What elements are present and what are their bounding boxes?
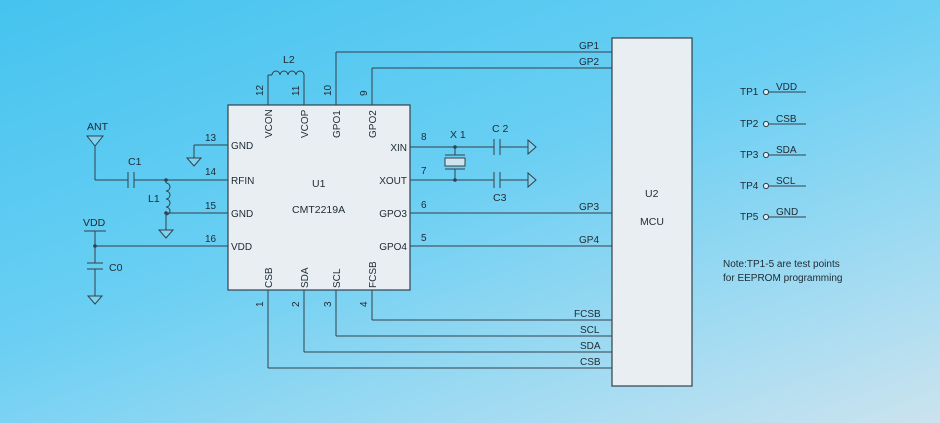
note-line-1: Note:TP1-5 are test points [723,259,840,270]
u1-pin3-num: 3 [323,301,334,307]
u1-pin14-name: RFIN [231,176,254,187]
tp2-net: CSB [776,114,797,125]
tp1-ref: TP1 [740,87,759,98]
u1-part-label: CMT2219A [292,204,345,216]
u1-pin1-num: 1 [255,301,266,307]
u1-pin7-num: 7 [421,166,427,177]
tp3-ref: TP3 [740,150,759,161]
ground-icon [157,229,175,239]
u1-pin11-name: VCOP [300,109,311,138]
u1-pin10-num: 10 [323,84,334,96]
u1-pin4-num: 4 [359,301,370,307]
test-point-4: TP4 SCL [740,176,806,192]
ground-icon [527,138,537,156]
u1-ref-label: U1 [312,178,326,190]
u1-pin8-name: XIN [390,143,407,154]
u1-pin6-name: GPO3 [379,209,407,220]
l2-inductor [268,70,305,76]
u1-pin2-name: SDA [300,267,311,288]
antenna-label: ANT [87,121,109,133]
u1-pin9-name: GPO2 [368,110,379,138]
c1-capacitor [127,172,135,188]
test-point-5: TP5 GND [740,207,806,223]
c2-label: C 2 [492,123,509,135]
u1-pin16-num: 16 [205,234,217,245]
u1-pin1-name: CSB [264,267,275,288]
u1-pin11-num: 11 [291,85,302,96]
x1-label: X 1 [450,129,466,141]
u2-ref-label: U2 [645,188,659,200]
u1-pin10-name: GPO1 [332,110,343,138]
u1-pin15-name: GND [231,209,253,220]
c2-capacitor [493,139,528,155]
u1-pin3-name: SCL [332,268,343,288]
gp4-net-label: GP4 [579,235,599,246]
u1-pin14-num: 14 [205,167,217,178]
u1-pin8-num: 8 [421,132,427,143]
test-point-2: TP2 CSB [740,114,806,130]
u1-pin5-name: GPO4 [379,242,407,253]
c0-capacitor [87,262,103,296]
fcsb-net-label: FCSB [574,309,601,320]
vdd-label: VDD [83,217,106,229]
tp4-ref: TP4 [740,181,759,192]
u1-pin9-num: 9 [359,90,370,96]
test-point-3: TP3 SDA [740,145,806,161]
tp5-ref: TP5 [740,212,759,223]
c3-capacitor [493,172,528,188]
scl-net-label: SCL [580,325,600,336]
u1-pin2-num: 2 [291,301,302,307]
sda-net-label: SDA [580,341,601,352]
u1-pin4-name: FCSB [368,261,379,288]
c0-label: C0 [109,262,123,274]
gp1-net-label: GP1 [579,41,599,52]
antenna-icon [85,135,105,180]
l1-inductor [165,180,171,230]
c3-label: C3 [493,192,507,204]
u1-pin5-num: 5 [421,233,427,244]
tp3-net: SDA [776,145,797,156]
test-point-1: TP1 VDD [740,82,806,98]
tp2-ref: TP2 [740,119,759,130]
u2-part-label: MCU [640,216,664,228]
note-line-2: for EEPROM programming [723,273,842,284]
c1-label: C1 [128,156,142,168]
tp4-net: SCL [776,176,796,187]
l2-label: L2 [283,54,295,66]
gp2-net-label: GP2 [579,57,599,68]
u1-pin13-name: GND [231,141,253,152]
u1-pin6-num: 6 [421,200,427,211]
u1-pin13-num: 13 [205,133,217,144]
u1-pin12-num: 12 [255,84,266,96]
tp1-net: VDD [776,82,797,93]
u1-pin16-name: VDD [231,242,252,253]
ground-icon [185,157,203,167]
u2-mcu-body [611,37,693,387]
u1-pin7-name: XOUT [379,176,407,187]
tp5-net: GND [776,207,798,218]
u1-pin12-name: VCON [264,109,275,138]
ground-icon [86,295,104,305]
ground-icon [527,171,537,189]
l1-label: L1 [148,193,160,205]
x1-crystal [444,147,466,180]
gp3-net-label: GP3 [579,202,599,213]
csb-net-label: CSB [580,357,601,368]
u1-chip-body [227,104,411,291]
u1-pin15-num: 15 [205,201,217,212]
